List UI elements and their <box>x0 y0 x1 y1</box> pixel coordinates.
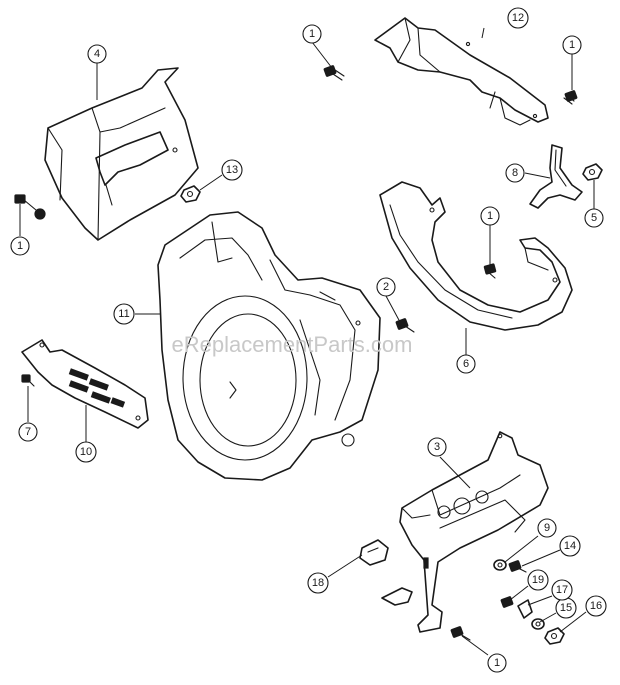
part-air-baffle[interactable] <box>379 181 573 331</box>
svg-text:1: 1 <box>17 240 23 252</box>
part-cover-shroud[interactable] <box>44 67 199 241</box>
fastener-screw[interactable] <box>395 318 415 333</box>
svg-text:19: 19 <box>532 574 544 586</box>
fastener-screw[interactable] <box>483 263 497 279</box>
callout-1: 1 <box>10 236 30 256</box>
callout-12: 12 <box>507 7 529 29</box>
part-blower-housing[interactable] <box>157 211 381 481</box>
callout-8: 8 <box>505 163 525 183</box>
callout-5: 5 <box>584 208 604 228</box>
svg-text:15: 15 <box>560 602 572 614</box>
fastener-screw[interactable] <box>563 90 578 105</box>
fastener-screw[interactable] <box>323 65 345 81</box>
svg-text:9: 9 <box>544 522 550 534</box>
fastener-screw[interactable] <box>500 596 514 608</box>
fastener-screw[interactable] <box>450 626 471 641</box>
svg-text:5: 5 <box>591 212 597 224</box>
svg-text:13: 13 <box>226 164 238 176</box>
fastener-washer[interactable] <box>493 559 507 571</box>
svg-text:7: 7 <box>25 426 31 438</box>
part-grommet[interactable] <box>359 539 389 566</box>
callout-18: 18 <box>307 572 329 594</box>
fastener-nut[interactable] <box>582 163 603 181</box>
callout-17: 17 <box>551 579 573 601</box>
svg-text:1: 1 <box>569 39 575 51</box>
svg-text:11: 11 <box>118 308 129 320</box>
svg-text:6: 6 <box>463 358 469 370</box>
callout-10: 10 <box>75 441 97 463</box>
callout-1: 1 <box>487 653 507 673</box>
callout-11: 11 <box>113 303 135 325</box>
svg-text:1: 1 <box>487 210 493 222</box>
callout-4: 4 <box>87 44 107 64</box>
callout-15: 15 <box>555 597 577 619</box>
fastener-screw[interactable] <box>21 374 35 387</box>
svg-text:17: 17 <box>556 584 568 596</box>
svg-text:3: 3 <box>434 441 440 453</box>
callout-7: 7 <box>18 422 38 442</box>
fastener-clip[interactable] <box>517 599 533 619</box>
svg-text:10: 10 <box>80 446 92 458</box>
callout-1: 1 <box>480 206 500 226</box>
svg-text:1: 1 <box>494 657 500 669</box>
callout-6: 6 <box>456 354 476 374</box>
callout-9: 9 <box>537 518 557 538</box>
fastener-screw[interactable] <box>508 560 527 573</box>
watermark-text: eReplacementParts.com <box>172 332 413 357</box>
callout-16: 16 <box>585 595 607 617</box>
callout-13: 13 <box>221 159 243 181</box>
svg-text:14: 14 <box>564 540 576 552</box>
part-spring-clip[interactable] <box>529 144 583 209</box>
part-bracket-upper[interactable] <box>374 17 549 126</box>
fastener-nut[interactable] <box>544 627 565 645</box>
leader-lines <box>19 27 595 656</box>
svg-text:16: 16 <box>590 600 602 612</box>
svg-text:18: 18 <box>312 577 324 589</box>
part-heat-shield[interactable] <box>21 339 149 429</box>
fastener-screw[interactable] <box>14 194 46 220</box>
fastener-nut[interactable] <box>180 185 201 203</box>
part-bracket-lower[interactable] <box>381 431 549 633</box>
svg-text:12: 12 <box>512 12 524 24</box>
callout-19: 19 <box>527 569 549 591</box>
callout-14: 14 <box>559 535 581 557</box>
callout-3: 3 <box>427 437 447 457</box>
svg-text:8: 8 <box>512 167 518 179</box>
callout-1: 1 <box>302 24 322 44</box>
callout-2: 2 <box>376 277 396 297</box>
svg-text:1: 1 <box>309 28 315 40</box>
callout-1: 1 <box>562 35 582 55</box>
svg-text:4: 4 <box>94 48 100 60</box>
svg-text:2: 2 <box>383 281 389 293</box>
